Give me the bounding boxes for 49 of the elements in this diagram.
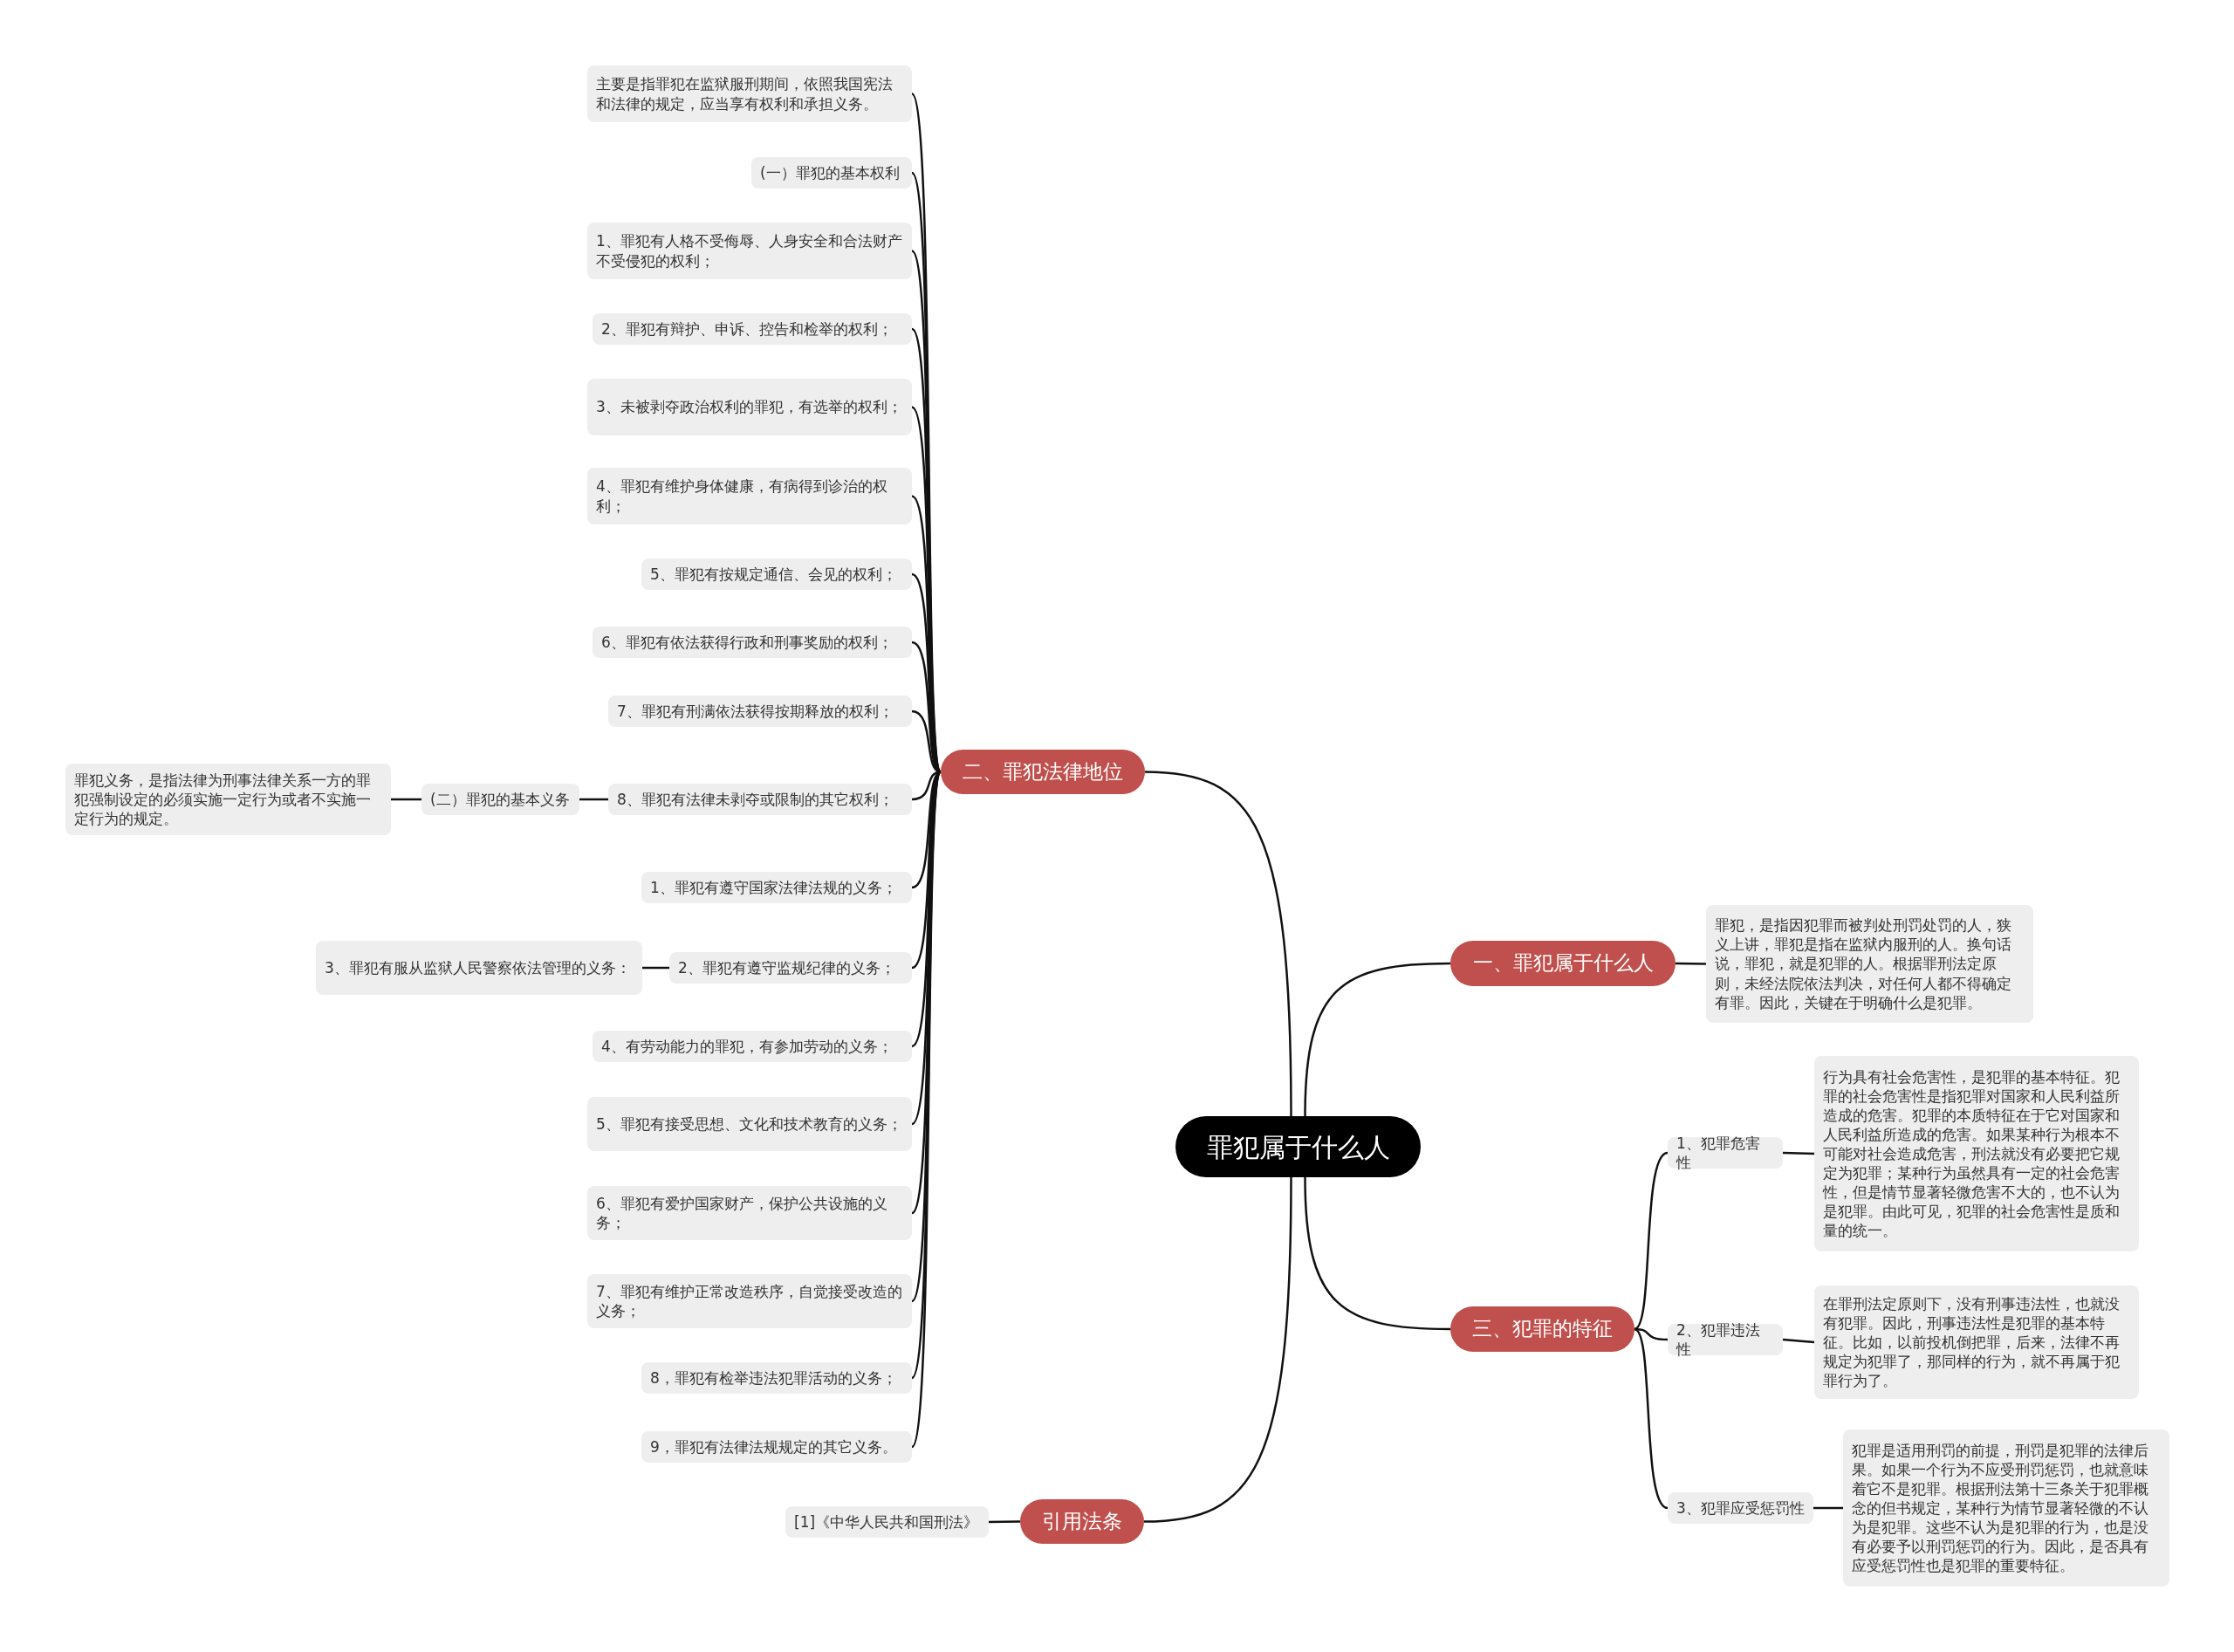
branch-topic: 二、罪犯法律地位 [941,750,1145,794]
topic-box: 9，罪犯有法律法规规定的其它义务。 [641,1431,912,1463]
connector-line [1634,1327,1669,1341]
topic-box: 1、犯罪危害性 [1668,1137,1783,1169]
connector-line [1634,1328,1669,1510]
topic-box: 3、罪犯有服从监狱人民警察依法管理的义务： [316,941,642,995]
topic-box: 3、犯罪应受惩罚性 [1668,1492,1813,1524]
topic-box: 在罪刑法定原则下，没有刑事违法性，也就没有犯罪。因此，刑事违法性是犯罪的基本特征。比如，以前投机倒把罪，后来，法律不再规定为犯罪了，那同样的行为，就不再属于犯罪行为了。 [1814,1285,2139,1399]
root-topic: 罪犯属于什么人 [1175,1116,1421,1177]
topic-box: 1、罪犯有遵守国家法律法规的义务； [641,872,912,903]
connector-line [391,798,421,801]
topic-box: 8、罪犯有法律未剥夺或限制的其它权利； [608,784,912,815]
connector-line [1634,1151,1669,1330]
topic-box: 罪犯，是指因犯罪而被判处刑罚处罚的人，狭义上讲，罪犯是指在监狱内服刑的人。换句话说，罪犯，就是犯罪的人。根据罪刑法定原则，未经法院依法判决，对任何人都不得确定有罪。因此，关键在于明确什么是犯罪。 [1706,905,2033,1023]
topic-box: (一）罪犯的基本权利 [751,157,912,189]
branch-topic: 引用法条 [1020,1499,1144,1544]
connector-line [1304,962,1451,1117]
topic-box: 8，罪犯有检举违法犯罪活动的义务； [641,1362,912,1394]
connector-line [1676,962,1706,965]
connector-line [1143,1177,1292,1523]
connector-line [1813,1506,1843,1510]
connector-line [642,966,669,970]
connector-line [1782,1338,1815,1344]
topic-box: 罪犯义务，是指法律为刑事法律关系一方的罪犯强制设定的必须实施一定行为或者不实施一定行为的规定。 [65,764,391,835]
topic-box: 1、罪犯有人格不受侮辱、人身安全和合法财产不受侵犯的权利； [587,223,912,279]
topic-box: 4、有劳动能力的罪犯，有参加劳动的义务； [593,1031,912,1062]
topic-box: 4、罪犯有维护身体健康，有病得到诊治的权利； [587,468,912,524]
topic-box: 3、未被剥夺政治权利的罪犯，有选举的权利； [587,379,912,435]
topic-box: 2、罪犯有遵守监规纪律的义务； [669,952,912,984]
branch-topic: 一、罪犯属于什么人 [1450,941,1676,986]
topic-box: 主要是指罪犯在监狱服刑期间，依照我国宪法和法律的规定，应当享有权利和承担义务。 [587,65,912,122]
topic-box: [1]《中华人民共和国刑法》 [785,1506,989,1538]
branch-topic: 三、犯罪的特征 [1450,1306,1634,1352]
topic-box: (二）罪犯的基本义务 [421,784,579,815]
connector-line [579,798,608,801]
connector-line [1782,1151,1815,1155]
topic-box: 2、犯罪违法性 [1668,1324,1783,1355]
topic-box: 犯罪是适用刑罚的前提，刑罚是犯罪的法律后果。如果一个行为不应受刑罚惩罚，也就意味着它不是犯罪。根据刑法第十三条关于犯罪概念的但书规定，某种行为情节显著轻微的不认为是犯罪。这些不认为是犯罪的行为，也是没有必要予以刑罚惩罚的行为。因此，是否具有应受惩罚性也是犯罪的重要特征。 [1843,1429,2169,1587]
connector-line [1304,1176,1451,1331]
topic-box: 6、罪犯有爱护国家财产，保护公共设施的义务； [587,1186,912,1240]
topic-box: 6、罪犯有依法获得行政和刑事奖励的权利； [593,627,912,658]
connector-line [1144,771,1292,1116]
topic-box: 7、罪犯有刑满依法获得按期释放的权利； [608,696,912,727]
topic-box: 2、罪犯有辩护、申诉、控告和检举的权利； [593,313,912,345]
topic-box: 7、罪犯有维护正常改造秩序，自觉接受改造的义务； [587,1274,912,1328]
topic-box: 行为具有社会危害性，是犯罪的基本特征。犯罪的社会危害性是指犯罪对国家和人民利益所造成的危害。犯罪的本质特征在于它对国家和人民利益所造成的危害。如果某种行为根本不可能对社会造成危害，刑法就没有必要把它规定为犯罪；某种行为虽然具有一定的社会危害性，但是情节显著轻微危害不大的，也不认为是犯罪。由此可见，犯罪的社会危害性是质和量的统一。 [1814,1056,2139,1251]
topic-box: 5、罪犯有接受思想、文化和技术教育的义务； [587,1097,912,1151]
topic-box: 5、罪犯有按规定通信、会见的权利； [641,559,912,590]
connector-line [989,1520,1020,1524]
